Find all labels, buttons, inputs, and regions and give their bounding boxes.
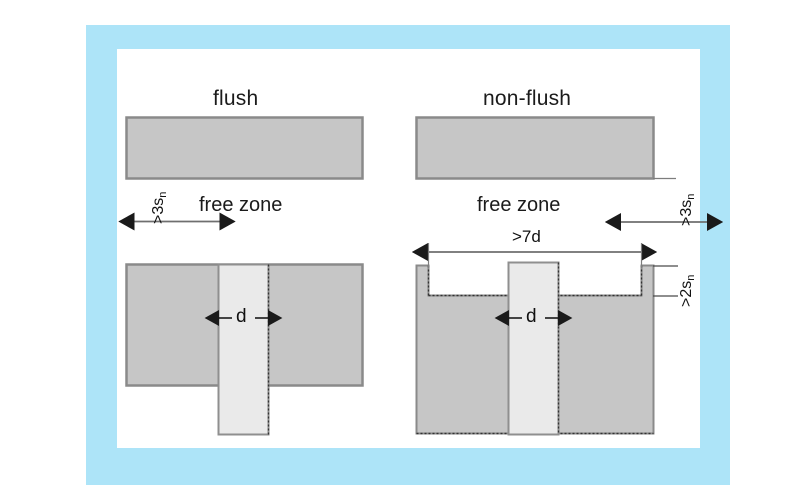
flush-bore-label: d [236,306,247,327]
nonflush-recess-dimension-label: >2sn [678,274,697,307]
flush-target-plate [125,116,364,180]
nonflush-sensor-barrel [507,261,560,436]
nonflush-bore-label: d [526,306,537,327]
flush-panel-title: flush [213,87,259,110]
flush-free-zone-label: free zone [199,194,283,216]
nonflush-free-zone-label: free zone [477,194,561,216]
nonflush-target-plate [415,116,655,180]
nonflush-panel-title: non-flush [483,87,572,110]
flush-sensor-barrel [217,263,270,436]
flush-free-zone-dimension-label: >3sn [150,191,169,224]
nonflush-width-dimension-label: >7d [512,227,541,246]
nonflush-free-zone-dimension-label: >3sn [678,193,697,226]
